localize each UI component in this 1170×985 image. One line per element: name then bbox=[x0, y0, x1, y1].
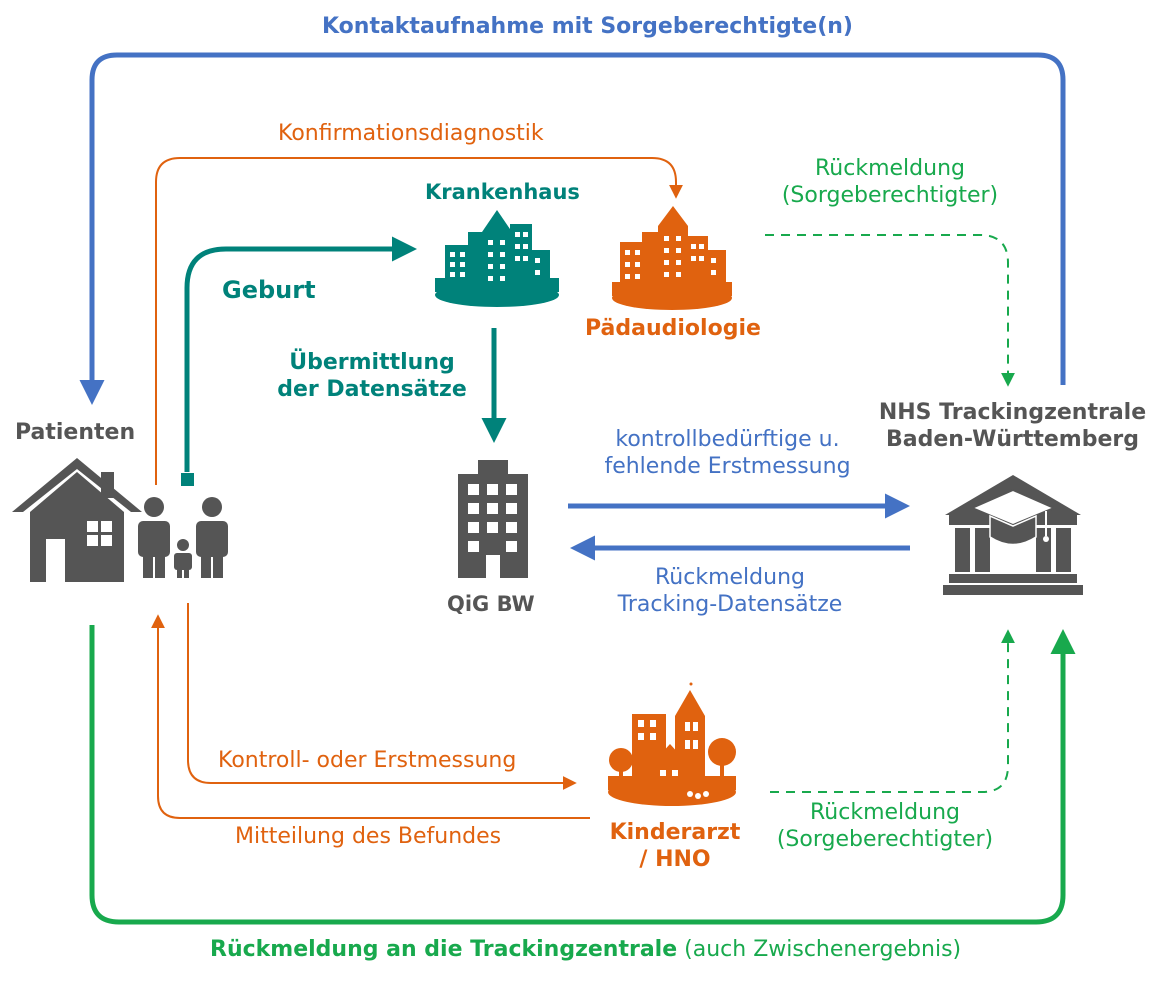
hospital-buildings-icon bbox=[435, 210, 559, 307]
qig-label: QiG BW bbox=[447, 592, 535, 616]
measurement-label: Kontroll- oder Erstmessung bbox=[218, 748, 517, 773]
feedback-center-normal: (auch Zwischenergebnis) bbox=[684, 937, 962, 962]
transfer-line2: der Datensätze bbox=[277, 376, 467, 402]
pediatrician-label: Kinderarzt / HNO bbox=[590, 820, 760, 874]
contact-arrow bbox=[79, 52, 1066, 405]
findings-label: Mitteilung des Befundes bbox=[235, 824, 502, 849]
control-needed-line1: kontrollbedürftige u. bbox=[615, 427, 840, 452]
birth-start-marker bbox=[181, 473, 194, 486]
measurement-arrow bbox=[187, 603, 577, 790]
feedback-center-bold: Rückmeldung an die Trackingzentrale bbox=[210, 937, 678, 962]
hospital-label: Krankenhaus bbox=[425, 180, 580, 204]
feedback-ped-arrow bbox=[770, 629, 1015, 793]
pediatrician-line1: Kinderarzt bbox=[609, 820, 741, 845]
transfer-line1: Übermittlung bbox=[289, 350, 455, 375]
clinic-buildings-icon bbox=[612, 206, 732, 310]
house-family-icon bbox=[12, 458, 228, 582]
feedback-center-label: Rückmeldung an die Trackingzentrale (auc… bbox=[210, 937, 961, 964]
pediatrician-line2: / HNO bbox=[639, 846, 711, 872]
confirmation-arrow bbox=[155, 157, 683, 485]
feedback-ped-label: Rückmeldung (Sorgeberechtigter) bbox=[745, 800, 1025, 854]
nhs-line2: Baden-Württemberg bbox=[885, 426, 1139, 452]
tracking-feedback-line1: Rückmeldung bbox=[655, 565, 805, 590]
feedback-paed-label: Rückmeldung (Sorgeberechtigter) bbox=[750, 156, 1030, 210]
tracking-feedback-label: Rückmeldung Tracking-Datensätze bbox=[590, 565, 870, 619]
control-needed-line2: fehlende Erstmessung bbox=[604, 453, 851, 479]
office-building-icon bbox=[458, 460, 528, 578]
feedback-paed-arrow bbox=[765, 234, 1015, 387]
university-graduation-cap-icon bbox=[943, 475, 1083, 595]
confirmation-label: Konfirmationsdiagnostik bbox=[278, 121, 544, 146]
feedback-ped-line1: Rückmeldung bbox=[810, 800, 960, 825]
nhs-label: NHS Trackingzentrale Baden-Württemberg bbox=[870, 400, 1155, 454]
nhs-line1: NHS Trackingzentrale bbox=[878, 400, 1147, 425]
birth-arrow bbox=[184, 236, 417, 472]
patients-label: Patienten bbox=[15, 420, 136, 445]
birth-label: Geburt bbox=[222, 276, 316, 304]
feedback-center-arrow bbox=[89, 625, 1076, 925]
town-buildings-icon bbox=[608, 682, 736, 806]
feedback-paed-line2: (Sorgeberechtigter) bbox=[781, 182, 999, 208]
control-needed-label: kontrollbedürftige u. fehlende Erstmessu… bbox=[570, 427, 885, 481]
paedaudiology-label: Pädaudiologie bbox=[585, 316, 761, 341]
findings-arrow bbox=[151, 614, 590, 819]
tracking-feedback-line2: Tracking-Datensätze bbox=[617, 591, 843, 617]
contact-label: Kontaktaufnahme mit Sorgeberechtigte(n) bbox=[322, 14, 853, 39]
transfer-label: Übermittlung der Datensätze bbox=[262, 350, 482, 404]
feedback-paed-line1: Rückmeldung bbox=[815, 156, 965, 181]
feedback-ped-line2: (Sorgeberechtigter) bbox=[776, 826, 994, 852]
